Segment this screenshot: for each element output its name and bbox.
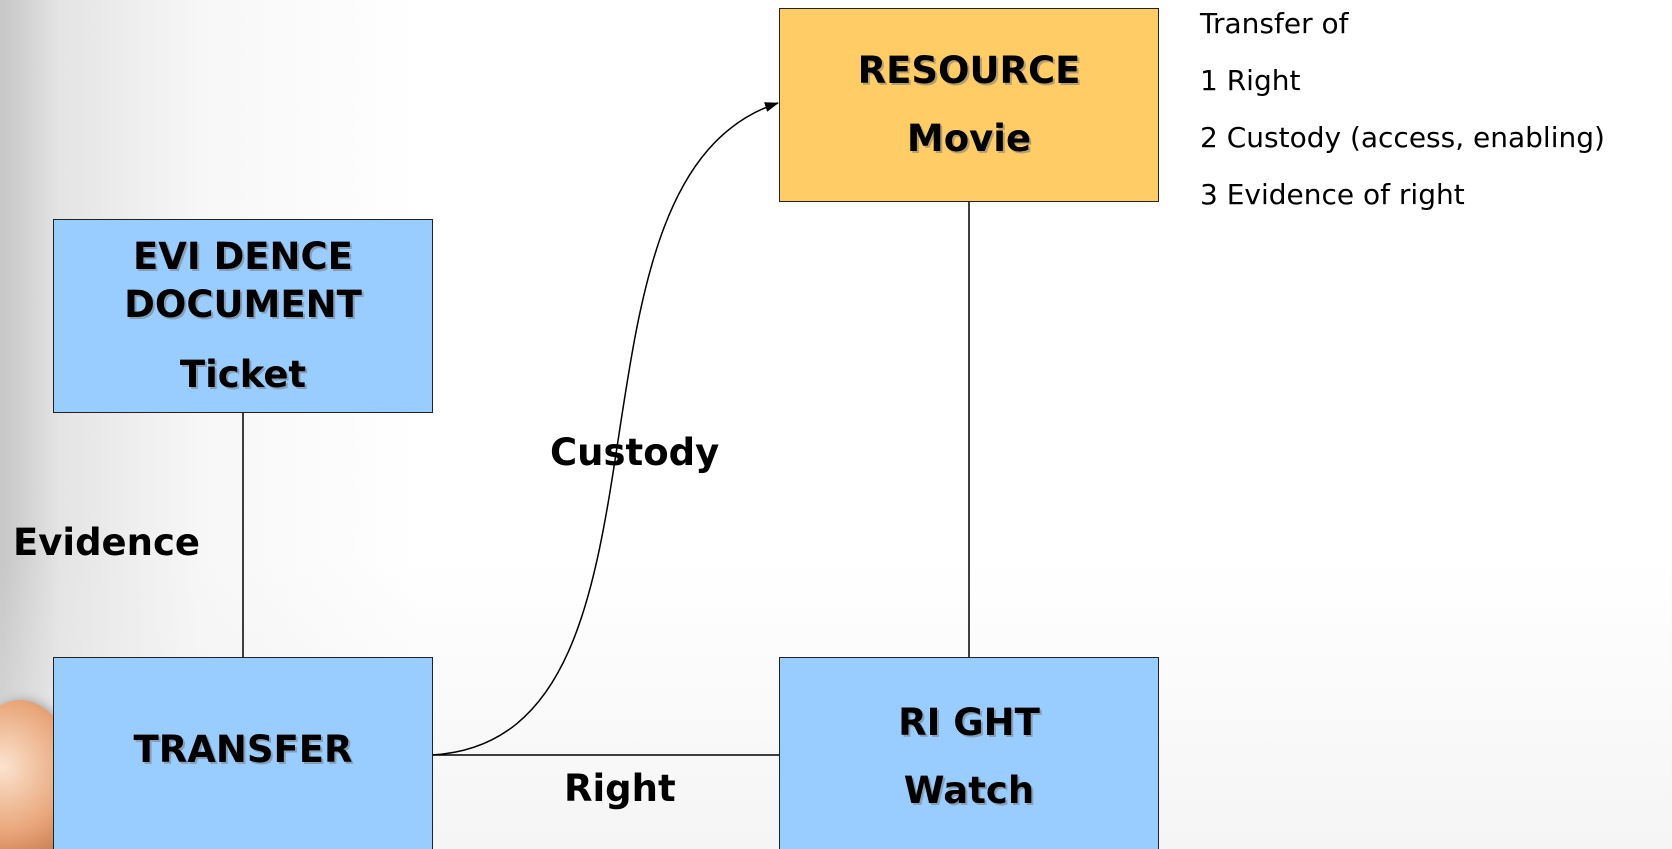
legend-item-right: 1 Right — [1200, 64, 1301, 97]
right-title: RI GHT — [898, 701, 1040, 744]
resource-title: RESOURCE — [857, 49, 1081, 92]
right-label: Right — [564, 767, 676, 810]
legend-heading: Transfer of — [1200, 7, 1349, 40]
transfer-legend: Transfer of 1 Right 2 Custody (access, e… — [1200, 0, 1605, 228]
custody-arrow — [431, 102, 779, 756]
evidence-title-line1: EVI DENCE — [133, 235, 353, 278]
resource-box: RESOURCE Movie — [779, 8, 1159, 202]
right-box: RI GHT Watch — [779, 657, 1159, 849]
right-subtitle: Watch — [903, 769, 1035, 812]
evidence-label: Evidence — [13, 521, 201, 564]
custody-label: Custody — [550, 431, 720, 474]
transfer-box: TRANSFER — [53, 657, 433, 849]
legend-item-custody: 2 Custody (access, enabling) — [1200, 121, 1605, 154]
evidence-document-box: EVI DENCE DOCUMENT Ticket — [53, 219, 433, 413]
resource-subtitle: Movie — [906, 117, 1032, 160]
transfer-title: TRANSFER — [133, 728, 353, 771]
evidence-title-line2: DOCUMENT — [124, 283, 362, 326]
evidence-subtitle: Ticket — [179, 353, 307, 396]
legend-item-evidence: 3 Evidence of right — [1200, 178, 1465, 211]
